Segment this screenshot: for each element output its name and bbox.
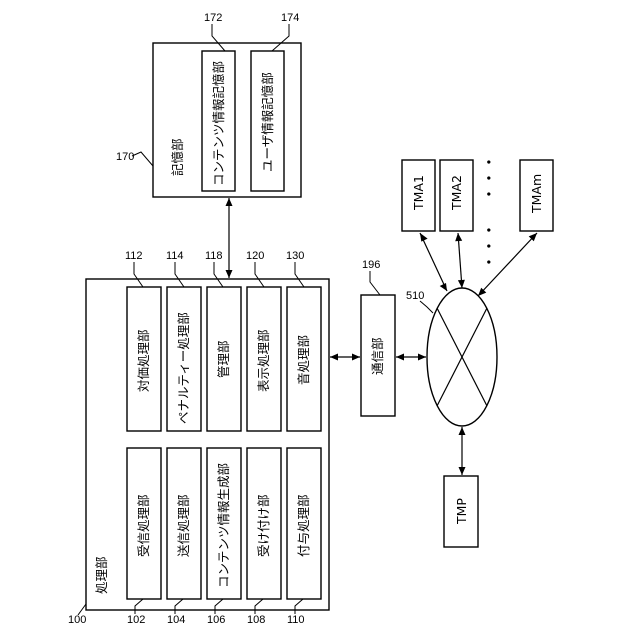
processing-unit-ref: 100 [68, 614, 86, 626]
grant-processing-unit-label: 付与処理部 [296, 494, 311, 557]
grant-processing-unit-ref: 110 [287, 614, 305, 626]
communication-unit-leader [370, 271, 380, 295]
terminal-tmam: TMAm [520, 160, 553, 231]
terminal-ellipsis-top: ・・・ [480, 154, 499, 202]
terminal-tmp: TMP [444, 476, 478, 547]
receive-processing-unit-ref: 102 [127, 614, 145, 626]
network-tma2-link [458, 233, 462, 288]
terminal-tma1: TMA1 [402, 160, 435, 231]
terminal-tma2: TMA2 [440, 160, 473, 231]
acceptance-unit-label: 受け付け部 [256, 494, 271, 557]
storage-unit: 記憶部 170 コンテンツ情報記憶部 172 ユーザ情報記憶部 174 [116, 12, 301, 197]
network-ellipse [427, 288, 497, 426]
send-processing-unit: 送信処理部 [167, 448, 201, 599]
content-info-storage-label: コンテンツ情報記憶部 [211, 61, 226, 186]
management-unit-ref: 118 [205, 250, 223, 262]
send-processing-unit-ref: 104 [167, 614, 185, 626]
receive-processing-unit: 受信処理部 [127, 448, 161, 599]
sound-processing-unit: 音処理部 [287, 287, 321, 431]
sound-processing-unit-label: 音処理部 [296, 335, 311, 385]
user-info-storage-label: ユーザ情報記憶部 [260, 72, 275, 172]
display-processing-unit-label: 表示処理部 [256, 329, 271, 392]
price-processing-unit-ref: 112 [125, 250, 143, 262]
network-ref: 510 [406, 290, 424, 302]
content-info-generation-unit-label: コンテンツ情報生成部 [216, 463, 231, 588]
storage-unit-leader [132, 152, 153, 166]
storage-unit-ref: 170 [116, 151, 134, 163]
user-info-storage-ref: 174 [281, 12, 299, 24]
terminal-tmp-label: TMP [454, 498, 469, 525]
acceptance-unit-ref: 108 [247, 614, 265, 626]
price-processing-unit: 対価処理部 [127, 287, 161, 431]
send-processing-unit-label: 送信処理部 [176, 494, 191, 557]
storage-unit-label: 記憶部 [170, 138, 185, 176]
management-unit-label: 管理部 [216, 340, 231, 378]
display-processing-unit: 表示処理部 [247, 287, 281, 431]
communication-unit: 通信部 [361, 295, 395, 416]
terminal-tma2-label: TMA2 [449, 175, 464, 211]
management-unit: 管理部 [207, 287, 241, 431]
price-processing-unit-label: 対価処理部 [136, 329, 151, 392]
acceptance-unit: 受け付け部 [247, 448, 281, 599]
penalty-processing-unit-ref: 114 [166, 250, 184, 262]
terminal-ellipsis-mid: ・・・ [480, 222, 499, 270]
content-info-generation-unit-ref: 106 [207, 614, 225, 626]
content-info-storage-ref: 172 [204, 12, 222, 24]
communication-unit-ref: 196 [362, 259, 380, 271]
sound-processing-unit-ref: 130 [286, 250, 304, 262]
network-tma1-link [420, 233, 447, 291]
user-info-storage: ユーザ情報記憶部 [251, 51, 284, 191]
terminal-tmam-label: TMAm [529, 174, 544, 214]
receive-processing-unit-label: 受信処理部 [136, 494, 151, 557]
penalty-processing-unit: ペナルティー処理部 [167, 287, 201, 431]
processing-unit-label: 処理部 [94, 556, 109, 594]
display-processing-unit-ref: 120 [246, 250, 264, 262]
network-leader [420, 301, 433, 313]
grant-processing-unit: 付与処理部 [287, 448, 321, 599]
communication-unit-label: 通信部 [370, 337, 385, 375]
penalty-processing-unit-label: ペナルティー処理部 [176, 312, 191, 424]
terminal-tma1-label: TMA1 [411, 175, 426, 211]
content-info-generation-unit: コンテンツ情報生成部 [207, 448, 241, 599]
content-info-storage: コンテンツ情報記憶部 [202, 51, 235, 191]
processing-unit: 処理部 100 受信処理部 送信処理部 コンテンツ情報生成部 受け付け部 付与処… [68, 250, 329, 626]
